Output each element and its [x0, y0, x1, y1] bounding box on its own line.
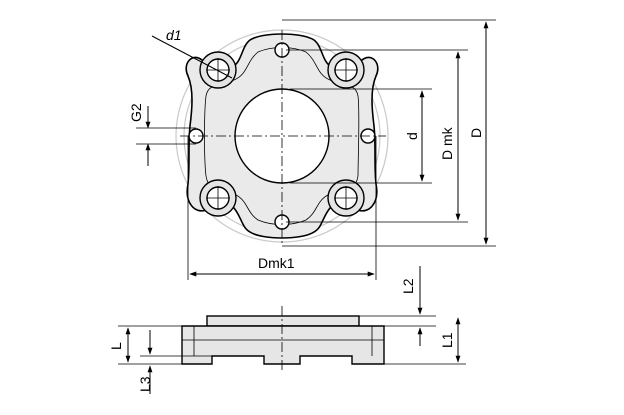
label-l: L [108, 342, 124, 350]
label-l3: L3 [137, 376, 153, 392]
side-view: L2 L1 L L3 [108, 266, 466, 394]
label-d1: d1 [166, 27, 182, 43]
label-d: d [404, 132, 420, 140]
flange-recess [204, 47, 360, 225]
label-l1: L1 [439, 332, 455, 348]
label-dmk: D mk [439, 126, 455, 160]
label-g2: G2 [128, 103, 144, 122]
label-D: D [468, 128, 484, 138]
plan-view: d1 G2 d D mk D Dmk1 [128, 19, 496, 280]
side-top-plate [206, 315, 360, 327]
label-l2: L2 [400, 278, 416, 294]
d1-leader [151, 35, 233, 79]
side-main-body [181, 325, 385, 365]
label-dmk1: Dmk1 [258, 255, 295, 271]
